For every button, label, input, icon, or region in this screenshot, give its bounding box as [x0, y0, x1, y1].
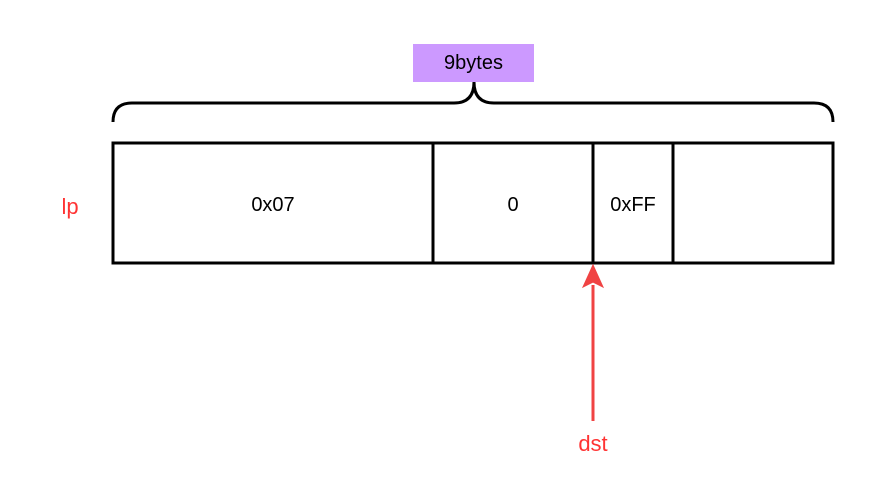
- memory-cell-3: [591, 141, 675, 265]
- size-brace: [111, 81, 835, 123]
- memory-cell-2-value: 0: [507, 194, 519, 216]
- buffer-size-label: 9bytes: [413, 44, 534, 82]
- memory-cell-4-value: [673, 185, 833, 225]
- memory-cell-2: [431, 141, 595, 265]
- memory-cell-4: [671, 141, 835, 265]
- pointer-label-dst: dst: [578, 431, 608, 456]
- pointer-arrowhead: [581, 263, 605, 289]
- memory-cell-1-value: 0x07: [251, 194, 295, 216]
- variable-label-lp: lp: [61, 194, 79, 219]
- memory-cell-3-value: 0xFF: [610, 194, 656, 216]
